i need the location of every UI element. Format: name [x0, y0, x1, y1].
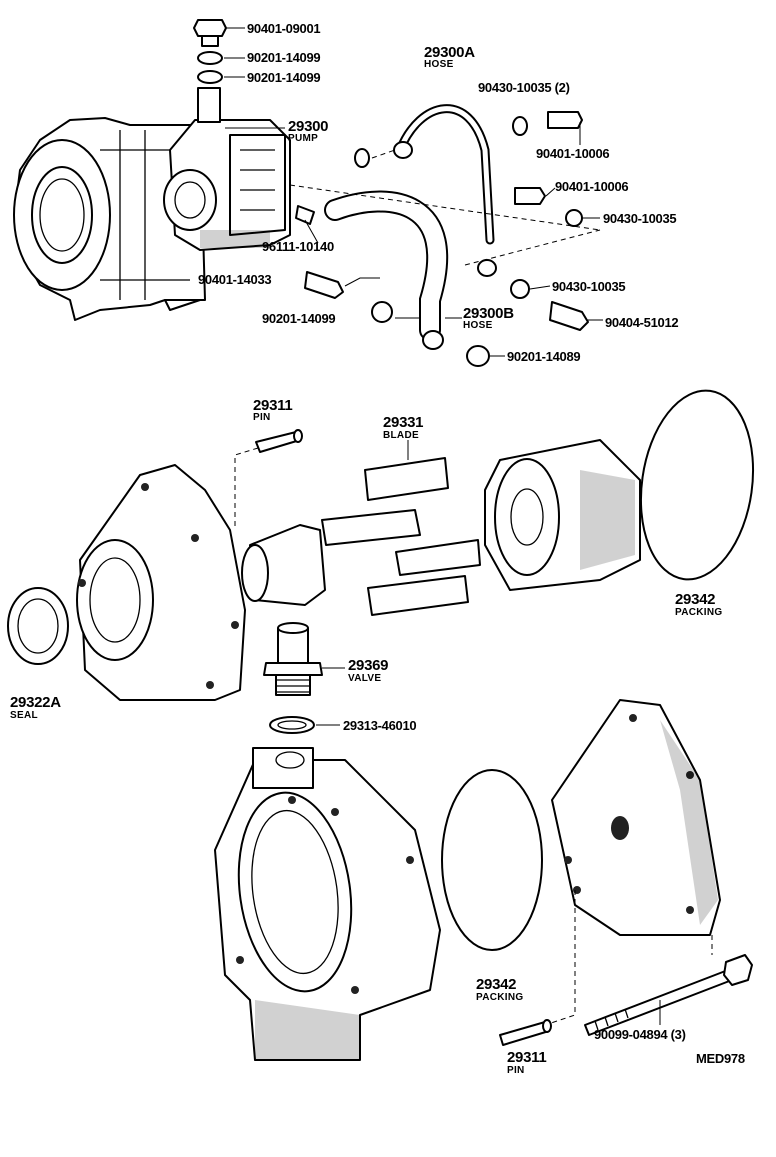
- front-housing-plate: [76, 464, 246, 701]
- label-90404-51012: 90404-51012: [605, 315, 678, 330]
- label-pin-bottom: PIN: [507, 1065, 525, 1076]
- label-29313-46010: 29313-46010: [343, 718, 416, 733]
- label-90401-10006-b: 90401-10006: [555, 179, 628, 194]
- label-29300a: 29300A: [424, 44, 475, 61]
- union-bolt-90401-10006-a: [547, 111, 583, 129]
- label-90201-14099-b: 90201-14099: [247, 70, 320, 85]
- label-29311-bottom: 29311: [507, 1049, 546, 1066]
- packing-29342-top: [639, 389, 755, 581]
- blades-29331: [321, 457, 481, 616]
- label-seal: SEAL: [10, 710, 38, 721]
- gasket-90430-10035: [565, 209, 583, 227]
- clip-96111-10140: [295, 205, 315, 225]
- gasket-90201-14089: [466, 345, 490, 367]
- label-blade: BLADE: [383, 430, 419, 441]
- rear-cover-plate: [551, 699, 721, 936]
- label-90401-09001: 90401-09001: [247, 21, 320, 36]
- label-29311-top: 29311: [253, 397, 292, 414]
- gasket-29313-46010: [269, 716, 315, 734]
- gasket-90430-10035-2: [512, 116, 528, 136]
- label-pump: PUMP: [288, 133, 318, 144]
- label-90201-14089: 90201-14089: [507, 349, 580, 364]
- rotor-shaft: [241, 524, 326, 606]
- label-29322a: 29322A: [10, 694, 61, 711]
- hose-29300a: [393, 104, 497, 277]
- valve-29369: [263, 622, 323, 696]
- label-packing-bottom: PACKING: [476, 992, 523, 1003]
- label-pin-top: PIN: [253, 412, 271, 423]
- long-bolt-90099-04894: [584, 954, 753, 1036]
- label-29300b: 29300B: [463, 305, 514, 322]
- gasket-90201-14099-b: [197, 70, 223, 84]
- gasket-90201-14099-c: [371, 301, 393, 323]
- label-90430-10035-b: 90430-10035: [552, 279, 625, 294]
- label-96111-10140: 96111-10140: [262, 239, 334, 254]
- rotor-block: [484, 439, 641, 591]
- gasket-90201-14099-a: [197, 51, 223, 65]
- label-90401-14033: 90401-14033: [198, 272, 271, 287]
- label-90201-14099-a: 90201-14099: [247, 50, 320, 65]
- label-90430-10035-2: 90430-10035 (2): [478, 80, 570, 95]
- union-bolt-90401-14033: [304, 271, 344, 299]
- label-hose-b: HOSE: [463, 320, 493, 331]
- gasket-90430-10035-b: [510, 279, 530, 299]
- label-valve: VALVE: [348, 673, 381, 684]
- gasket-left-small: [354, 148, 370, 168]
- label-90401-10006-a: 90401-10006: [536, 146, 609, 161]
- pin-29311-top: [255, 429, 303, 453]
- hose-29300b: [324, 190, 449, 350]
- union-90404-51012: [549, 301, 589, 331]
- rear-housing: [214, 747, 441, 1061]
- label-29342-top: 29342: [675, 591, 715, 608]
- label-29300: 29300: [288, 118, 328, 135]
- label-hose-a: HOSE: [424, 59, 454, 70]
- label-29331: 29331: [383, 414, 423, 431]
- label-90430-10035: 90430-10035: [603, 211, 676, 226]
- bolt-90401-09001: [193, 19, 227, 47]
- vacuum-pump: [163, 87, 291, 251]
- pin-29311-bottom: [499, 1019, 552, 1046]
- seal-29322a: [7, 587, 69, 665]
- diagram-code: MED978: [696, 1051, 745, 1066]
- alternator-body: [13, 117, 206, 321]
- label-29342-bottom: 29342: [476, 976, 516, 993]
- label-packing-top: PACKING: [675, 607, 722, 618]
- label-90201-14099-c: 90201-14099: [262, 311, 335, 326]
- label-29369: 29369: [348, 657, 388, 674]
- label-90099-04894: 90099-04894 (3): [594, 1027, 686, 1042]
- union-bolt-90401-10006-b: [514, 187, 546, 205]
- packing-29342-bottom: [441, 769, 543, 951]
